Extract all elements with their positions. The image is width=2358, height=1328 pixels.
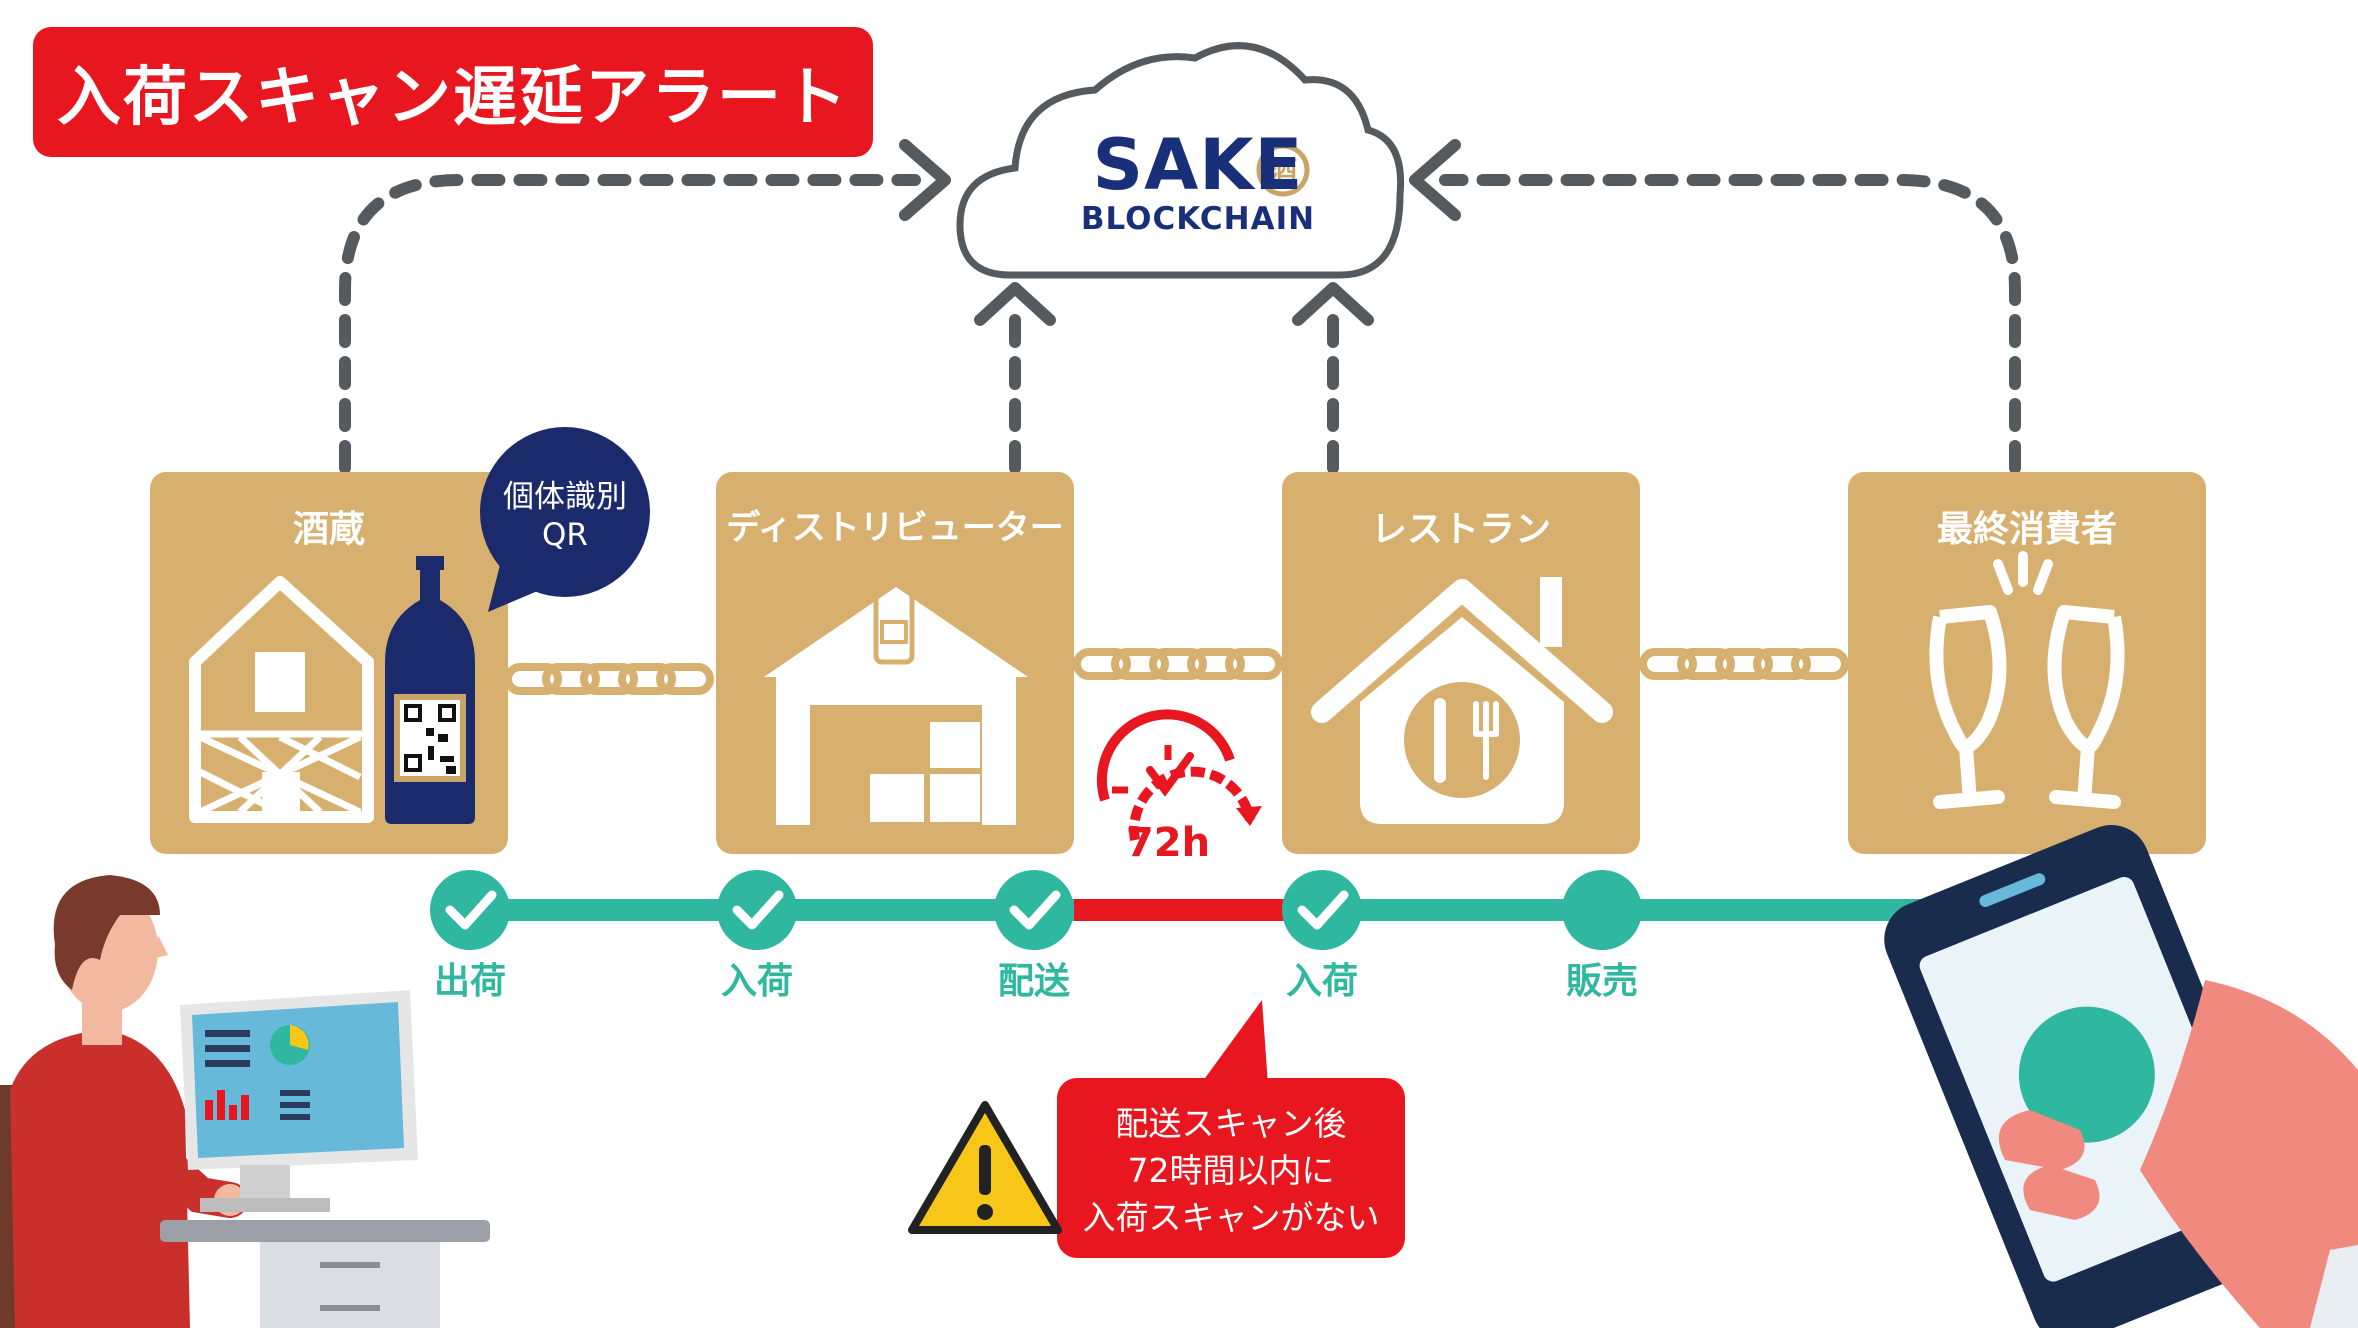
cloud-brand: SAKE BLOCKCHAIN	[1058, 128, 1338, 236]
alert-line3: 入荷スキャンがない	[1082, 1198, 1380, 1237]
stage-label: ディストリビューター	[726, 508, 1064, 548]
chain-icon	[504, 648, 1849, 695]
stage-label: レストラン	[1370, 509, 1551, 550]
alert-line2: 72時間以内に	[1127, 1151, 1335, 1190]
step-label-deliver: 配送	[997, 961, 1070, 1002]
sake-bottle-icon	[385, 556, 475, 824]
alert-line1: 配送スキャン後	[1115, 1104, 1347, 1143]
svg-text:酒: 酒	[1269, 155, 1297, 188]
stage-label: 最終消費者	[1936, 509, 2117, 550]
alert-text: 配送スキャン後 72時間以内に 入荷スキャンがない	[1057, 1100, 1405, 1241]
title-banner: 入荷スキャン遅延アラート	[33, 27, 873, 157]
cloud-icon	[956, 42, 1405, 279]
warehouse-icon	[764, 579, 1028, 825]
page-title: 入荷スキャン遅延アラート	[57, 61, 849, 135]
step-label-receive-restaurant: 入荷	[1285, 961, 1358, 1002]
brewery-icon	[189, 576, 374, 823]
toast-glasses-icon	[1929, 551, 2125, 809]
qr-bubble-text: 個体識別 QR	[490, 478, 640, 554]
brand-name: SAKE	[1092, 124, 1304, 206]
step-label-sale: 販売	[1565, 961, 1638, 1002]
alert-callout: 配送スキャン後 72時間以内に 入荷スキャンがない	[1057, 1078, 1405, 1258]
qr-bubble-line2: QR	[542, 517, 588, 553]
restaurant-icon	[1311, 577, 1613, 824]
stage-card-distributor: ディストリビューター	[716, 472, 1074, 854]
arrow-heads	[899, 139, 1461, 326]
sake-seal-icon: 酒	[1256, 143, 1310, 197]
brand-sub: BLOCKCHAIN	[1080, 201, 1316, 237]
step-label-receive-distributor: 入荷	[720, 961, 793, 1002]
step-label-ship: 出荷	[433, 961, 506, 1002]
qr-bubble-line1: 個体識別	[503, 479, 627, 515]
timeline	[470, 899, 1972, 921]
qr-code-icon	[400, 700, 460, 776]
stage-card-consumer: 最終消費者	[1848, 472, 2206, 854]
dashed-arrows	[339, 174, 2021, 474]
stage-label: 酒蔵	[292, 509, 365, 550]
stage-card-restaurant: レストラン	[1282, 472, 1640, 854]
stage-card-brewery: 酒蔵	[150, 472, 508, 854]
